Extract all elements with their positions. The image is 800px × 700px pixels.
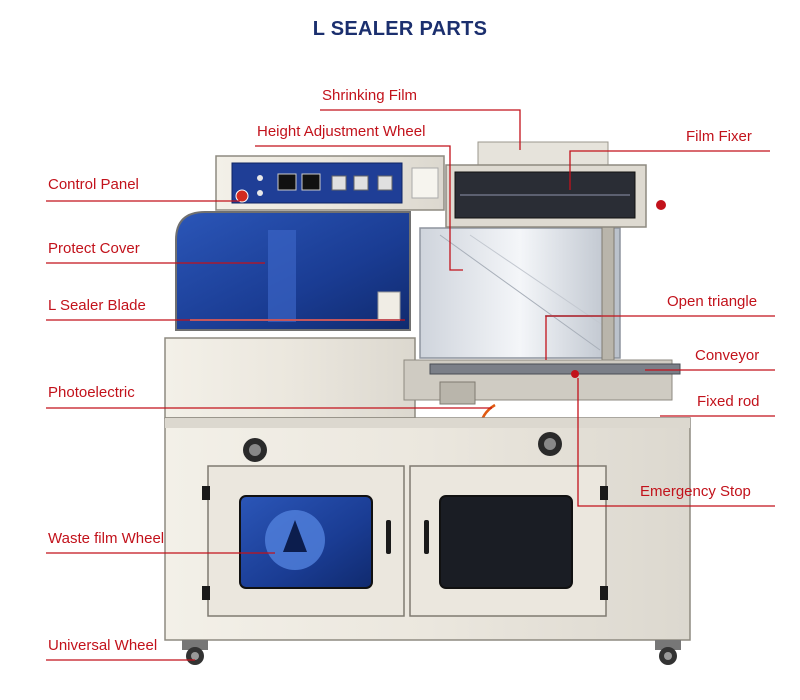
universal-wheels [182,640,681,665]
label-open-triangle: Open triangle [667,293,758,310]
upper-body [164,337,416,419]
leader-height-adjustment-wheel [255,145,463,271]
label-waste-film-wheel: Waste film Wheel [48,530,165,547]
machine-illustration [164,141,691,665]
label-protect-cover: Protect Cover [48,240,140,257]
label-film-fixer: Film Fixer [686,128,752,145]
leader-film-fixer [569,150,770,190]
leader-emergency-stop [577,378,775,507]
page-title: L SEALER PARTS [312,18,488,40]
leader-shrinking-film [320,109,521,150]
shrinking-film-roll [477,141,609,167]
conveyor [429,363,681,375]
label-conveyor: Conveyor [695,347,760,364]
label-l-sealer-blade: L Sealer Blade [48,297,146,314]
label-fixed-rod: Fixed rod [697,393,760,410]
label-photoelectric: Photoelectric [48,384,135,401]
label-shrinking-film: Shrinking Film [322,87,418,104]
label-universal-wheel: Universal Wheel [48,637,158,654]
label-control-panel: Control Panel [48,176,139,193]
label-height-adjustment-wheel: Height Adjustment Wheel [257,123,426,140]
leader-lines [46,109,775,661]
leader-open-triangle [545,315,775,360]
label-emergency-stop: Emergency Stop [640,483,751,500]
